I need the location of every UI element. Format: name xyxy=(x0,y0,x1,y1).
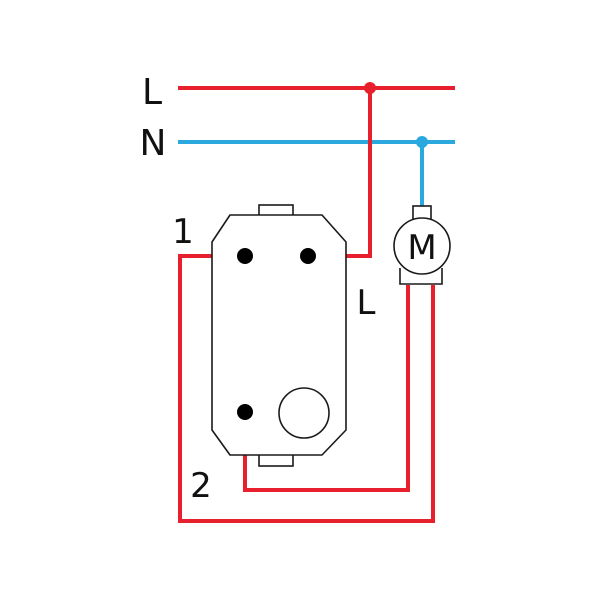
motor-circle xyxy=(393,217,451,275)
motor: M xyxy=(393,205,451,285)
line-label: L xyxy=(142,72,162,113)
neutral-junction-dot xyxy=(416,136,428,148)
switch-body xyxy=(211,204,347,467)
terminal-1-dot xyxy=(237,248,253,264)
motor-label: M xyxy=(407,228,436,268)
live-junction-dot xyxy=(364,82,376,94)
neutral-label: N xyxy=(140,123,167,164)
switch-knob xyxy=(278,387,330,439)
terminal-1-label: 1 xyxy=(172,212,194,252)
terminal-2-dot xyxy=(237,404,253,420)
switch-l-label: L xyxy=(357,283,376,323)
terminal-1-motor-wire xyxy=(178,254,435,523)
terminal-l-dot xyxy=(300,248,316,264)
terminal-2-label: 2 xyxy=(190,466,212,506)
